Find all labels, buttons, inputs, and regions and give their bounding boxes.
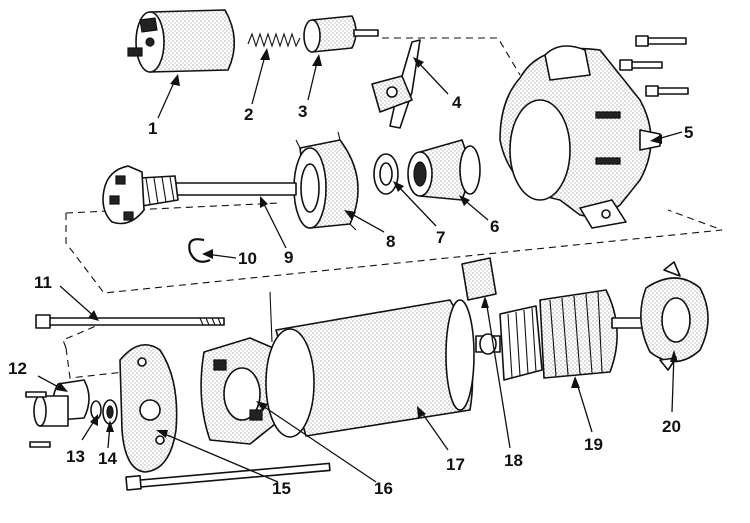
callout-17: 17 xyxy=(446,455,465,474)
thrust-washer xyxy=(373,153,399,195)
brush xyxy=(461,257,497,301)
callout-4: 4 xyxy=(452,93,462,112)
circlip xyxy=(188,238,211,263)
drive-end-housing xyxy=(499,45,661,229)
callout-leaders xyxy=(37,48,683,483)
callout-14: 14 xyxy=(98,449,117,468)
end-plate xyxy=(640,261,709,371)
solenoid-plunger xyxy=(303,15,379,53)
callout-13: 13 xyxy=(66,447,85,466)
drive-shaft xyxy=(102,165,297,225)
engagement-lever xyxy=(371,39,421,129)
callout-11: 11 xyxy=(34,273,52,292)
callout-8: 8 xyxy=(386,232,395,251)
armature xyxy=(475,289,643,381)
housing-bolts xyxy=(619,35,689,97)
through-bolt-upper xyxy=(35,314,225,329)
callout-20: 20 xyxy=(662,417,681,436)
callout-18: 18 xyxy=(504,451,523,470)
callout-1: 1 xyxy=(148,119,157,138)
drive-pinion-clutch xyxy=(407,139,481,201)
callout-5: 5 xyxy=(684,123,693,142)
through-bolt-lower xyxy=(125,462,331,491)
shim-washers xyxy=(90,399,118,425)
callout-19: 19 xyxy=(584,435,603,454)
callout-7: 7 xyxy=(436,228,445,247)
callout-9: 9 xyxy=(284,248,293,267)
callout-10: 10 xyxy=(238,249,257,268)
intermediate-gear-ring xyxy=(293,131,359,231)
brush-holder xyxy=(200,291,281,445)
callout-labels: 1 2 3 4 5 6 7 8 9 10 11 12 13 14 15 16 1… xyxy=(8,93,693,498)
return-spring xyxy=(247,32,301,48)
callout-3: 3 xyxy=(298,102,307,121)
callout-15: 15 xyxy=(272,479,291,498)
commutator-end-cover xyxy=(119,344,178,473)
callout-2: 2 xyxy=(244,105,253,124)
motor-yoke xyxy=(265,299,475,438)
callout-6: 6 xyxy=(490,217,499,236)
solenoid-switch xyxy=(127,9,236,73)
callout-12: 12 xyxy=(8,359,27,378)
callout-16: 16 xyxy=(374,479,393,498)
